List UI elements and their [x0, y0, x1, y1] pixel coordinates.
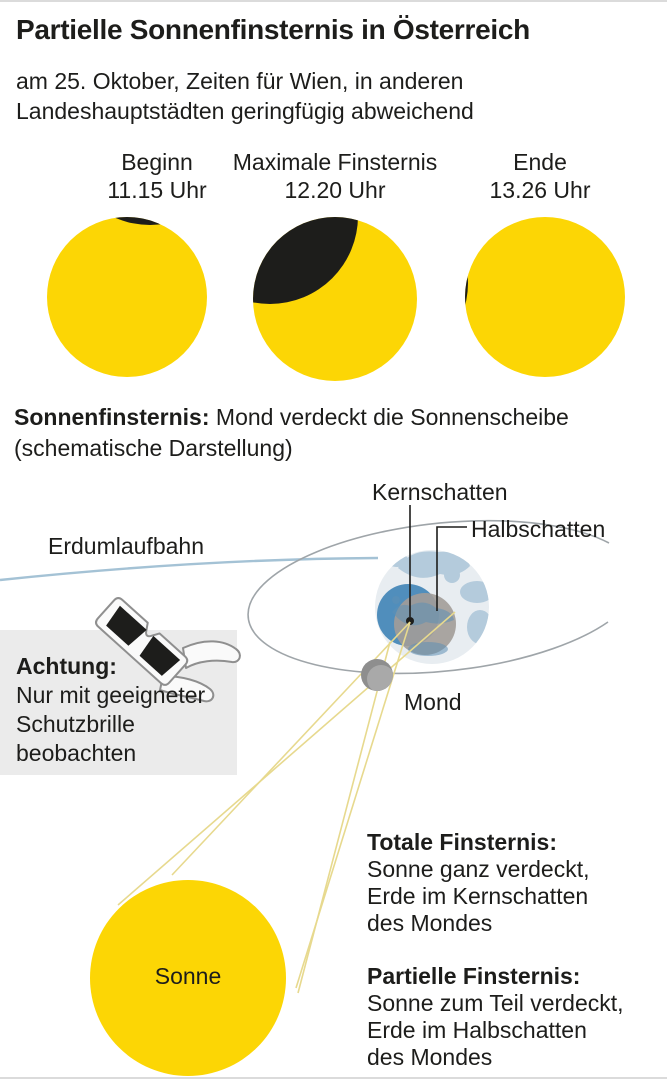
eclipse-explanation: Sonnenfinsternis: Mond verdeckt die Sonn…	[14, 404, 569, 461]
label-sonne: Sonne	[154, 963, 222, 989]
warning-text: Achtung: Nur mit geeigneter Schutzbrille…	[16, 653, 206, 766]
halbschatten-pointer-line	[436, 526, 467, 611]
sun-large	[90, 880, 286, 1076]
page-subtitle: am 25. Oktober, Zeiten für Wien, in ande…	[16, 66, 474, 126]
sun-phase-maximum	[253, 217, 417, 381]
label-erdumlaufbahn: Erdumlaufbahn	[48, 533, 204, 559]
legend-partial-eclipse: Partielle Finsternis: Sonne zum Teil ver…	[367, 963, 624, 1070]
label-halbschatten: Halbschatten	[471, 516, 606, 542]
earth-orbit-arc	[0, 556, 379, 582]
label-mond: Mond	[404, 689, 462, 715]
eclipse-glasses-icon	[95, 597, 241, 703]
label-kernschatten: Kernschatten	[372, 479, 508, 505]
page-title: Partielle Sonnenfinsternis in Österreich	[16, 14, 530, 45]
earth-globe	[375, 550, 489, 664]
moon-orbit-ellipse	[247, 519, 610, 675]
subtitle-line-2: Landeshauptstädten geringfügig abweichen…	[16, 98, 474, 124]
moon	[361, 659, 393, 691]
phase-label-maximum: Maximale Finsternis 12.20 Uhr	[232, 149, 438, 203]
phase-label-begin: Beginn 11.15 Uhr	[107, 149, 207, 203]
subtitle-line-1: am 25. Oktober, Zeiten für Wien, in ande…	[16, 68, 464, 94]
sun-phase-end	[465, 217, 625, 377]
phase-label-end: Ende 13.26 Uhr	[489, 149, 591, 203]
legend-total-eclipse: Totale Finsternis: Sonne ganz verdeckt, …	[367, 829, 590, 936]
sun-phase-begin	[47, 217, 207, 377]
